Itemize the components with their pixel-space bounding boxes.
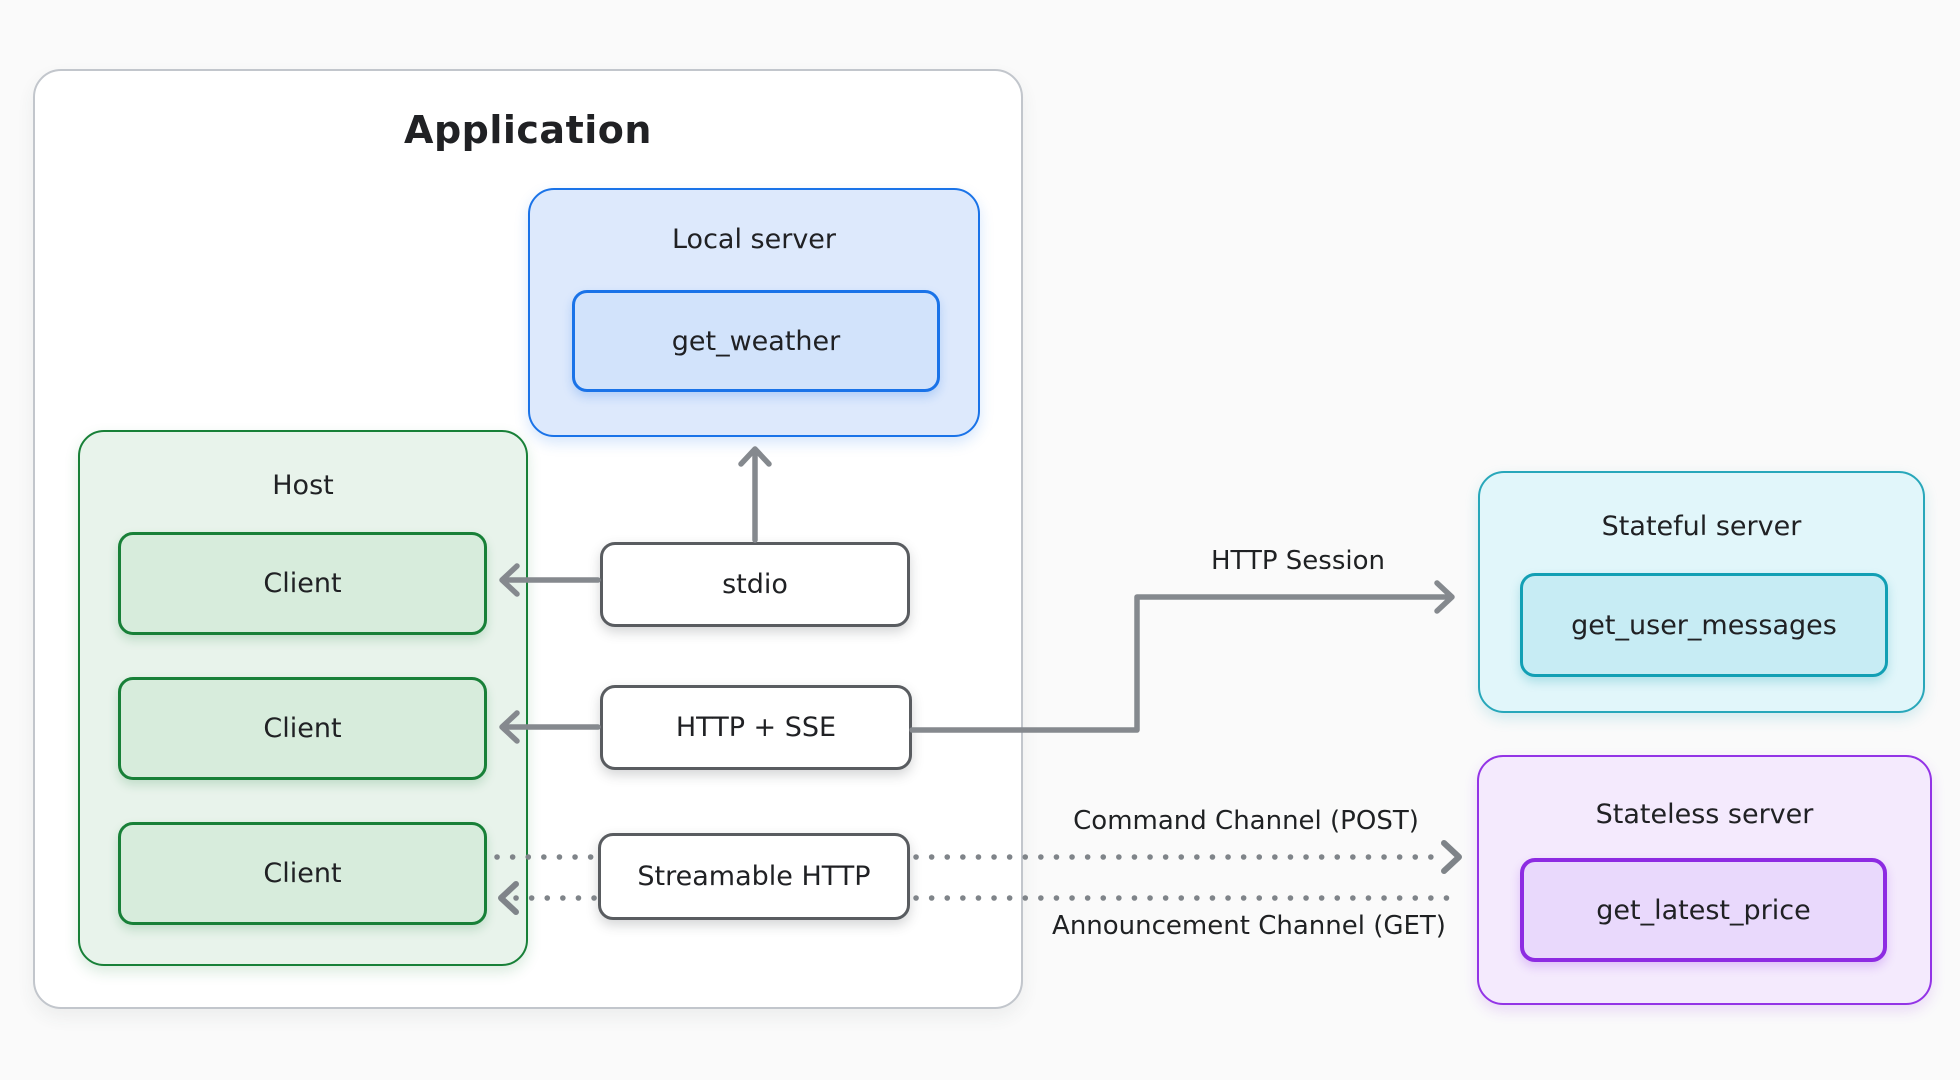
command-channel-label: Command Channel (POST) [1073,806,1419,836]
get-weather-tool-box: get_weather [572,290,940,392]
streamable-http-transport-box: Streamable HTTP [598,833,910,920]
stateful-server-label: Stateful server [1601,511,1802,542]
client-box-1: Client [118,532,487,635]
right-arrowhead-icon [1434,580,1455,614]
right-arrowhead-icon [1441,840,1462,874]
http-sse-transport-box: HTTP + SSE [600,685,912,770]
local-server-label: Local server [671,224,837,255]
application-title: Application [404,108,652,152]
client-box-2: Client [118,677,487,780]
stdio-transport-box: stdio [600,542,910,627]
host-label: Host [272,470,334,501]
get-latest-price-tool-box: get_latest_price [1520,858,1887,962]
announcement-channel-label: Announcement Channel (GET) [1052,911,1446,941]
stateless-server-label: Stateless server [1595,799,1814,830]
get-user-messages-tool-box: get_user_messages [1520,573,1888,677]
http-session-label: HTTP Session [1210,546,1385,576]
client-box-3: Client [118,822,487,925]
